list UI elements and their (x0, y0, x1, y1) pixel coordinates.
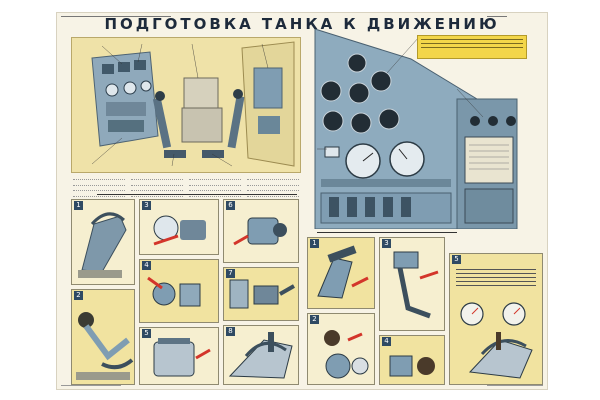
step-panel-left-8: 8 (223, 325, 299, 385)
gear-lever-illustration (228, 332, 293, 379)
step-panel-right-1: 1 (307, 237, 375, 309)
right-section-heading-rule (317, 232, 457, 233)
driver-compartment-illustration (71, 37, 301, 173)
step-number: 6 (226, 201, 235, 210)
valve-illustration (153, 215, 206, 246)
knob-illustration (324, 330, 369, 379)
instrument-panel-drawing (314, 28, 518, 230)
step-panel-left-2: 2 (71, 289, 135, 385)
pedal-linkage-illustration (393, 251, 439, 319)
hand-lever-illustration (317, 245, 369, 299)
footer-rule-left (61, 385, 121, 386)
step-panel-right-5: 5 (449, 253, 543, 385)
canister-illustration (233, 217, 287, 246)
step-number: 4 (142, 261, 151, 270)
control-stick-illustration (389, 355, 435, 377)
fuel-pump-illustration (229, 279, 295, 309)
left-section-heading-rule (97, 194, 297, 195)
gauge-and-lever-illustration (460, 302, 533, 379)
switch-illustration (147, 276, 201, 307)
step-panel-right-3: 3 (379, 237, 445, 331)
poster-title: ПОДГОТОВКА ТАНКА К ДВИЖЕНИЮ (104, 15, 500, 33)
step-panel-right-2: 2 (307, 313, 375, 385)
legend-column-3 (189, 175, 241, 197)
legend-column-1 (73, 175, 125, 197)
step-number: 4 (382, 337, 391, 346)
step-number: 3 (142, 201, 151, 210)
step-panel-left-6: 6 (223, 199, 299, 263)
instruction-text-block (456, 266, 536, 289)
step-number: 2 (74, 291, 83, 300)
poster-sheet: ПОДГОТОВКА ТАНКА К ДВИЖЕНИЮ (56, 12, 548, 390)
step-number: 2 (310, 315, 319, 324)
step-number: 5 (452, 255, 461, 264)
legend-column-4 (247, 175, 299, 197)
header-rule-left (61, 16, 171, 17)
instrument-panel-illustration (307, 28, 543, 230)
step-panel-left-1: 1 (71, 199, 135, 285)
filter-illustration (153, 338, 211, 377)
step-number: 5 (142, 329, 151, 338)
step-panel-left-7: 7 (223, 267, 299, 321)
pedal-illustration (78, 212, 127, 278)
lever-illustration (76, 312, 134, 380)
footer-rule-right (487, 385, 543, 386)
step-panel-left-3: 3 (139, 199, 219, 255)
step-panel-left-5: 5 (139, 327, 219, 385)
driver-compartment-drawing (72, 38, 300, 172)
step-number: 1 (74, 201, 83, 210)
step-panel-right-4: 4 (379, 335, 445, 385)
note-box (417, 35, 527, 59)
step-number: 1 (310, 239, 319, 248)
header-rule-right (487, 16, 507, 17)
legend-column-2 (131, 175, 183, 197)
step-panel-left-4: 4 (139, 259, 219, 323)
step-number: 8 (226, 327, 235, 336)
step-number: 7 (226, 269, 235, 278)
step-number: 3 (382, 239, 391, 248)
